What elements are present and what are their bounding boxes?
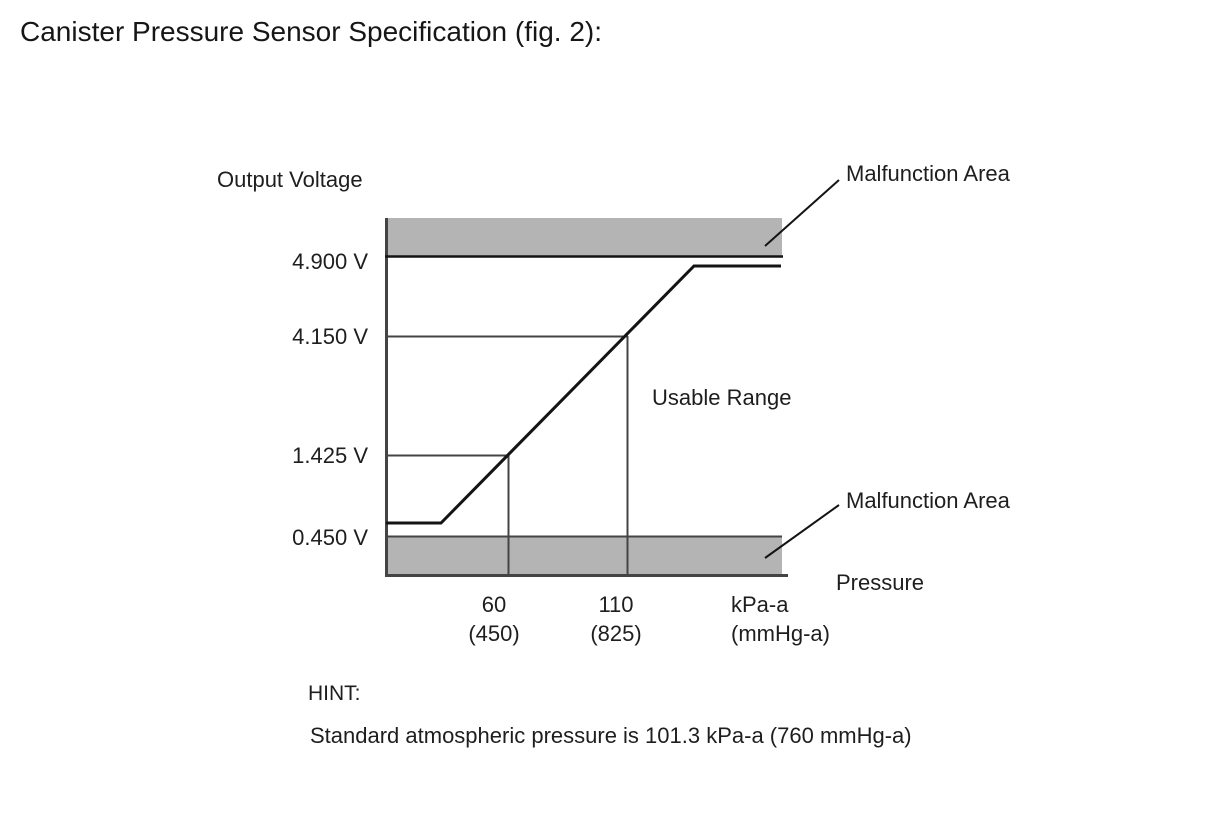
x-axis-units: kPa-a (mmHg-a) <box>731 590 830 648</box>
leader-line-bottom <box>764 504 840 559</box>
hint-heading: HINT: <box>308 682 361 705</box>
malfunction-area-label-top: Malfunction Area <box>846 161 1010 186</box>
x-axis-title: Pressure <box>836 570 925 595</box>
x-tick-60kpa-mmhg: (450) <box>468 621 520 646</box>
x-tick-110kpa-mmhg: (825) <box>590 621 642 646</box>
y-tick-4900v: 4.900 V <box>292 249 368 274</box>
malfunction-band-top <box>385 218 782 256</box>
malfunction-band-bottom <box>385 536 782 575</box>
x-axis-unit-mmhg: (mmHg-a) <box>731 621 830 646</box>
x-tick-110kpa: 110 (825) <box>561 590 671 648</box>
y-tick-1425v: 1.425 V <box>292 443 368 468</box>
x-tick-60kpa: 60 (450) <box>439 590 549 648</box>
malfunction-area-label-bottom: Malfunction Area <box>846 488 1010 513</box>
y-tick-4150v: 4.150 V <box>292 324 368 349</box>
hint-body: Standard atmospheric pressure is 101.3 k… <box>310 723 912 748</box>
sensor-output-curve <box>386 264 781 525</box>
x-tick-60kpa-value: 60 <box>481 592 507 617</box>
usable-range-label: Usable Range <box>652 385 792 410</box>
page-title: Canister Pressure Sensor Specification (… <box>20 16 603 47</box>
y-tick-0450v: 0.450 V <box>292 525 368 550</box>
x-tick-110kpa-value: 110 <box>598 592 634 617</box>
x-axis-unit-kpa: kPa-a <box>731 592 789 617</box>
y-axis-title: Output Voltage <box>217 167 363 192</box>
leader-line-top <box>764 179 840 247</box>
